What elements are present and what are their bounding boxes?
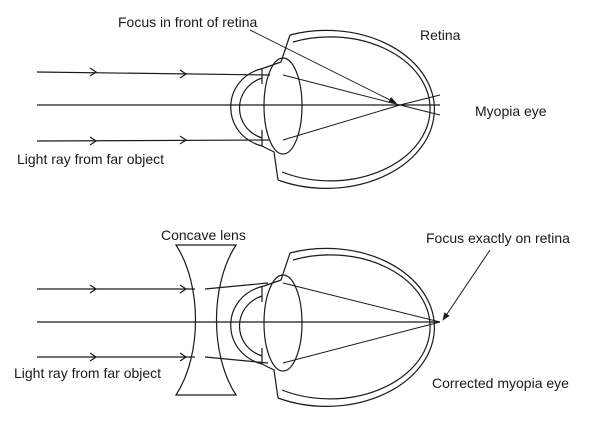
top-cornea-inner bbox=[239, 77, 263, 139]
corrected-eye-group: Concave lens Focus exactly on retina Cor… bbox=[14, 227, 570, 407]
bottom-lens-label: Concave lens bbox=[161, 227, 246, 243]
top-focus-label: Focus in front of retina bbox=[118, 14, 258, 30]
top-sclera-upper bbox=[263, 34, 291, 69]
bottom-refracted-upper bbox=[282, 282, 441, 323]
bottom-eye-label: Corrected myopia eye bbox=[432, 375, 569, 391]
top-eyeball-outer bbox=[277, 29, 435, 189]
top-ray-lower bbox=[36, 139, 271, 142]
bottom-eyeball-outer bbox=[277, 247, 435, 407]
bottom-sclera-lower bbox=[261, 363, 279, 399]
top-refracted-lower bbox=[282, 104, 401, 141]
top-ray-label: Light ray from far object bbox=[17, 151, 164, 167]
bottom-cornea-inner bbox=[239, 295, 263, 357]
myopia-eye-group: Focus in front of retina Retina Myopia e… bbox=[17, 14, 547, 189]
top-sclera-lower bbox=[261, 145, 279, 181]
bottom-refracted-lower bbox=[282, 321, 441, 364]
bottom-focus-label: Focus exactly on retina bbox=[426, 230, 570, 246]
bottom-cornea-outer bbox=[230, 285, 265, 365]
bottom-focus-pointer bbox=[442, 249, 491, 321]
bottom-ray-upper-arrow-2 bbox=[179, 284, 188, 294]
concave-lens bbox=[174, 244, 238, 396]
bottom-diverged-lower bbox=[204, 356, 269, 364]
top-diverge-lower bbox=[399, 104, 441, 116]
top-diverge-upper bbox=[399, 94, 441, 106]
bottom-ray-upper-arrow-1 bbox=[89, 284, 98, 294]
top-ray-upper-arrow-2 bbox=[179, 69, 188, 79]
top-ray-upper-arrow-1 bbox=[89, 67, 98, 77]
bottom-sclera-upper bbox=[263, 252, 291, 287]
top-cornea-outer bbox=[230, 67, 265, 147]
bottom-diverged-upper bbox=[204, 282, 269, 290]
top-ray-lower-arrow-2 bbox=[179, 135, 188, 145]
bottom-ray-lower-arrow-2 bbox=[179, 352, 188, 362]
bottom-ray-label: Light ray from far object bbox=[14, 365, 161, 381]
top-eye-lens bbox=[263, 57, 303, 155]
top-ray-upper bbox=[36, 71, 271, 76]
top-eye-label: Myopia eye bbox=[475, 103, 547, 119]
bottom-eyeball-inner bbox=[281, 254, 431, 400]
bottom-ray-lower-arrow-1 bbox=[89, 352, 98, 362]
top-retina-label: Retina bbox=[420, 27, 461, 43]
top-refracted-upper bbox=[282, 74, 401, 106]
top-focus-pointer bbox=[249, 29, 397, 104]
top-eyeball-inner bbox=[281, 36, 431, 182]
top-ray-lower-arrow-1 bbox=[89, 136, 98, 146]
bottom-eye-lens bbox=[263, 274, 303, 372]
